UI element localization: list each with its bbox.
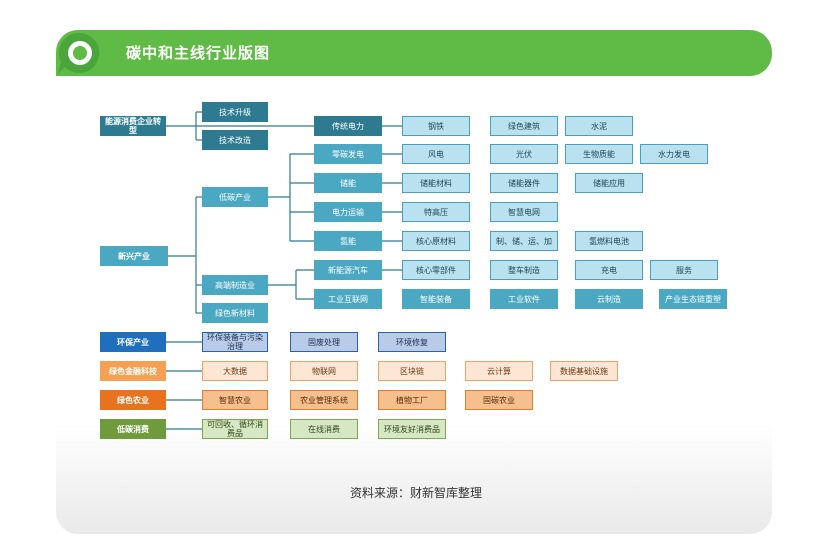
node-data-infra: 数据基础设施 bbox=[550, 361, 618, 381]
content-card bbox=[56, 30, 772, 534]
node-green-building: 绿色建筑 bbox=[490, 116, 558, 136]
node-power-transmission: 电力运输 bbox=[314, 202, 382, 222]
node-blockchain: 区块链 bbox=[378, 361, 446, 381]
speech-bubble-logo-icon bbox=[58, 32, 100, 74]
node-eco-products: 环境友好消费品 bbox=[378, 419, 446, 439]
header-bar bbox=[56, 30, 772, 76]
node-wind-power: 风电 bbox=[402, 144, 470, 164]
node-service: 服务 bbox=[650, 260, 718, 280]
node-uhv: 特高压 bbox=[402, 202, 470, 222]
node-zero-carbon-power: 零碳发电 bbox=[314, 144, 382, 164]
node-env-restore: 环境修复 bbox=[378, 332, 446, 352]
source-note: 资料来源：财新智库整理 bbox=[349, 486, 482, 500]
node-cloud-computing: 云计算 bbox=[465, 361, 533, 381]
node-storage-materials: 储能材料 bbox=[402, 173, 470, 193]
node-hydrogen-chain: 制、储、运、加 bbox=[490, 231, 558, 251]
node-energy-storage: 储能 bbox=[314, 173, 382, 193]
node-smart-grid: 智慧电网 bbox=[490, 202, 558, 222]
node-tech-upgrade: 技术升级 bbox=[202, 102, 268, 122]
node-green-agri: 绿色农业 bbox=[100, 390, 166, 410]
node-smart-agri: 智慧农业 bbox=[202, 390, 268, 410]
node-green-materials: 绿色新材料 bbox=[202, 303, 268, 323]
node-solid-waste: 固废处理 bbox=[290, 332, 358, 352]
node-core-materials: 核心原材料 bbox=[402, 231, 470, 251]
node-env-equipment: 环保装备与污染治理 bbox=[202, 332, 268, 352]
node-tech-reform: 技术改造 bbox=[202, 130, 268, 150]
node-cloud-mfg: 云制造 bbox=[575, 289, 643, 309]
node-carbon-agri: 固碳农业 bbox=[465, 390, 533, 410]
node-biomass: 生物质能 bbox=[565, 144, 633, 164]
node-hydrogen: 氢能 bbox=[314, 231, 382, 251]
node-vehicle-mfg: 整车制造 bbox=[490, 260, 558, 280]
node-core-parts: 核心零部件 bbox=[402, 260, 470, 280]
node-low-carbon-industry: 低碳产业 bbox=[202, 187, 268, 207]
node-ecosystem: 产业生态链重塑 bbox=[659, 289, 727, 309]
node-cement: 水泥 bbox=[565, 116, 633, 136]
node-fuel-cell: 氢燃料电池 bbox=[575, 231, 643, 251]
node-solar: 光伏 bbox=[490, 144, 558, 164]
node-recyclable: 可回收、循环消费品 bbox=[202, 419, 268, 439]
node-emerging-industry: 新兴产业 bbox=[100, 246, 168, 266]
node-hydro: 水力发电 bbox=[640, 144, 708, 164]
node-smart-equipment: 智能装备 bbox=[402, 289, 470, 309]
node-industrial-software: 工业软件 bbox=[490, 289, 558, 309]
node-traditional-power: 传统电力 bbox=[314, 116, 382, 136]
node-iot: 物联网 bbox=[290, 361, 358, 381]
node-industrial-internet: 工业互联网 bbox=[314, 289, 382, 309]
node-storage-apps: 储能应用 bbox=[575, 173, 643, 193]
page-title: 碳中和主线行业版图 bbox=[126, 44, 271, 62]
node-green-fintech: 绿色金融科技 bbox=[100, 361, 166, 381]
node-online-consume: 在线消费 bbox=[290, 419, 358, 439]
node-agri-mgmt: 农业管理系统 bbox=[290, 390, 358, 410]
node-low-carbon-consume: 低碳消费 bbox=[100, 419, 166, 439]
node-plant-factory: 植物工厂 bbox=[378, 390, 446, 410]
node-high-end-mfg: 高端制造业 bbox=[202, 275, 268, 295]
node-nev: 新能源汽车 bbox=[314, 260, 382, 280]
node-charging: 充电 bbox=[575, 260, 643, 280]
node-env-industry: 环保产业 bbox=[100, 332, 166, 352]
node-storage-devices: 储能器件 bbox=[490, 173, 558, 193]
node-steel: 钢铁 bbox=[402, 116, 470, 136]
node-energy-transform: 能源消费企业转型 bbox=[100, 116, 166, 136]
node-big-data: 大数据 bbox=[202, 361, 268, 381]
